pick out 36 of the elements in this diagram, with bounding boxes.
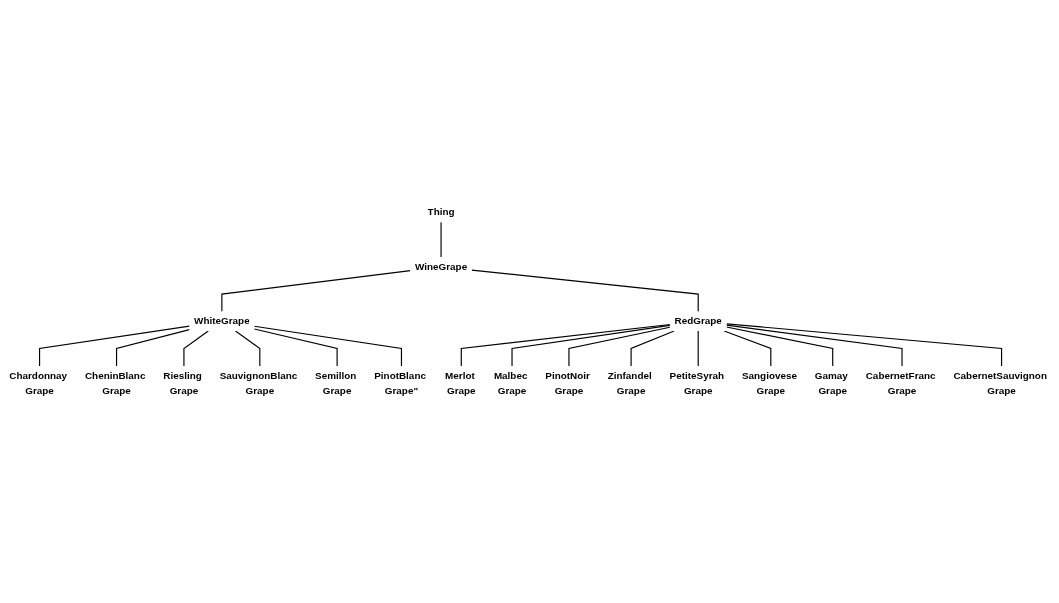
connector (511, 324, 671, 367)
connector (253, 325, 403, 367)
connector (725, 323, 1003, 367)
node-text: PinotBlanc Grape" (374, 370, 426, 396)
node-text: PetiteSyrah Grape (669, 370, 725, 396)
connector (725, 326, 834, 367)
node-text: Zinfandel Grape (607, 370, 652, 396)
connector (234, 330, 261, 367)
node-text: Merlot Grape (445, 370, 476, 396)
node-text: WhiteGrape (194, 315, 250, 327)
connector (221, 270, 411, 313)
connector (723, 330, 772, 367)
connector (253, 328, 338, 367)
node-text: Sangiovese Grape (741, 370, 797, 396)
node-text: Riesling Grape (163, 370, 202, 396)
node-text: Gamay Grape (814, 370, 848, 396)
connector (630, 330, 675, 367)
connector (460, 323, 671, 367)
node-text: Chardonnay Grape (9, 370, 68, 396)
node-text: WineGrape (414, 261, 468, 273)
connector (471, 269, 699, 313)
node-text: Malbec Grape (493, 370, 528, 396)
node-text: CabernetFranc Grape (865, 370, 936, 396)
connector (183, 330, 209, 367)
node-text: Semillon Grape (315, 370, 357, 396)
node-text: CabernetSauvignon Grape (953, 370, 1047, 396)
connector (697, 330, 699, 367)
connector (725, 324, 903, 367)
connector (39, 325, 191, 367)
connector (568, 326, 671, 367)
node-text: RedGrape (674, 315, 722, 327)
connector (115, 329, 191, 367)
node-text: Thing (427, 206, 455, 218)
node-text: PinotNoir Grape (545, 370, 590, 396)
node-text: SauvignonBlanc Grape (219, 370, 298, 396)
node-text: CheninBlanc Grape (84, 370, 146, 396)
